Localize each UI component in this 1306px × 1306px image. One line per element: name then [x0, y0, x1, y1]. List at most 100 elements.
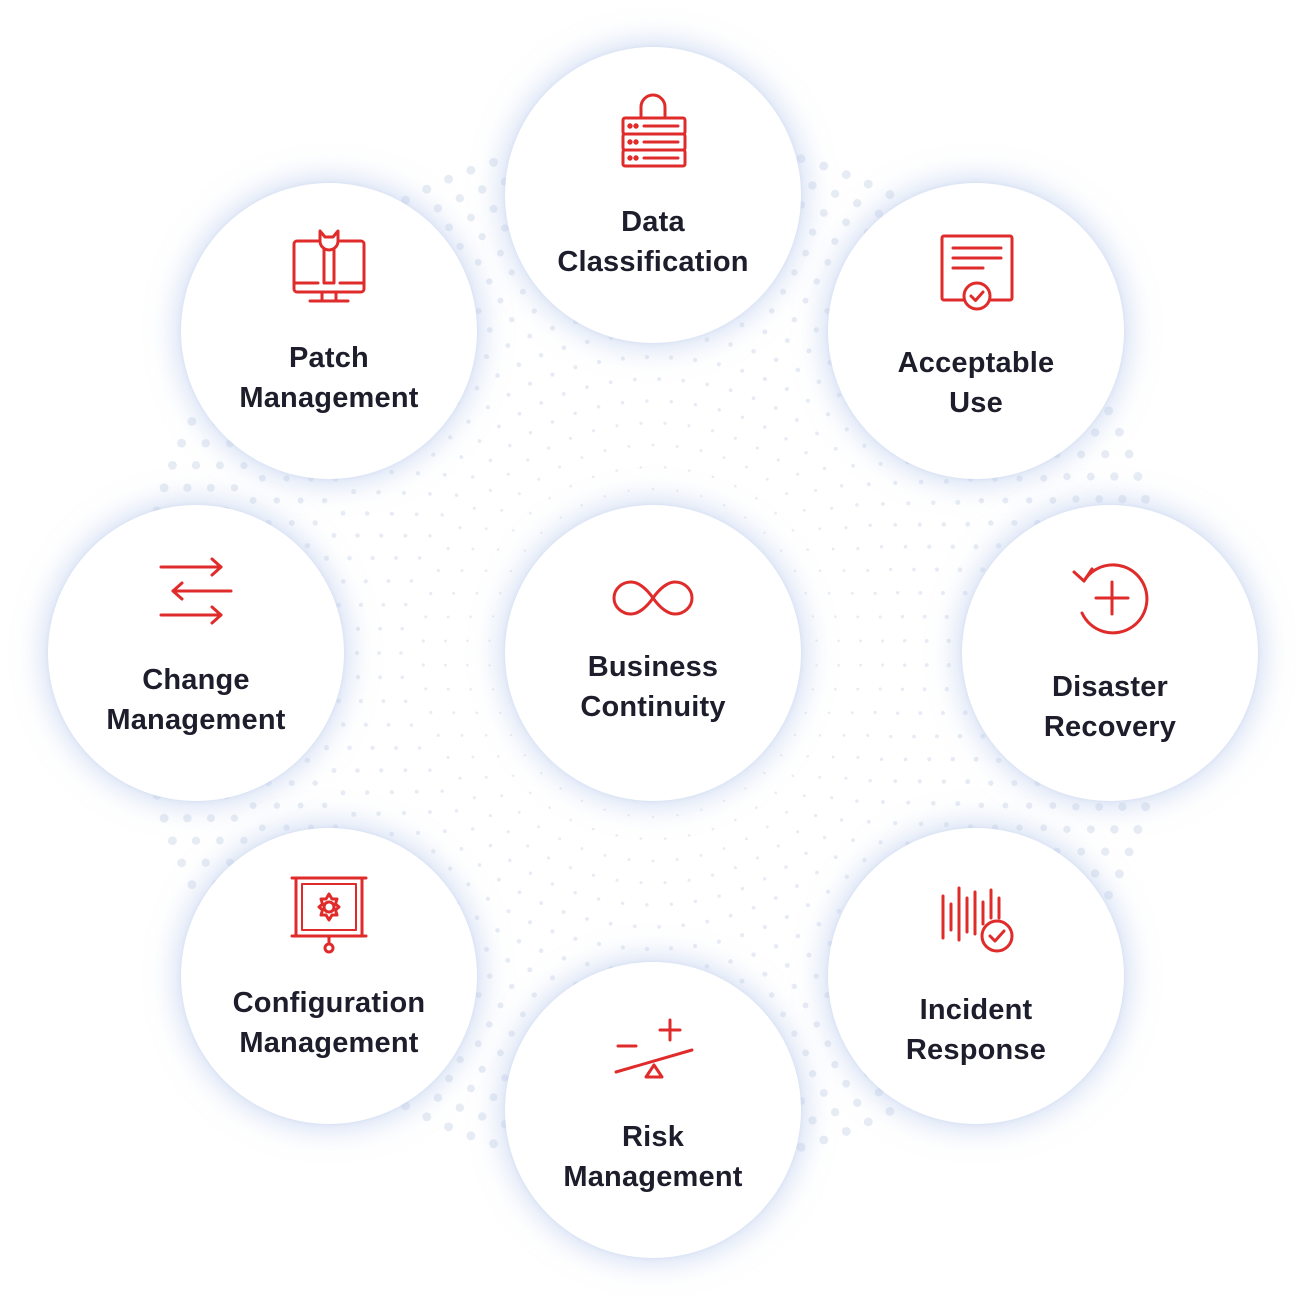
background-dot [893, 820, 898, 826]
background-dot [403, 533, 408, 538]
background-dot [454, 493, 459, 497]
background-dot [491, 615, 495, 618]
background-dot [784, 386, 789, 392]
background-dot [331, 767, 337, 774]
background-dot [528, 431, 533, 435]
background-dot [469, 615, 472, 618]
background-dot [878, 461, 883, 466]
background-dot [639, 421, 643, 425]
background-dot [669, 902, 674, 907]
background-dot [773, 357, 779, 363]
background-dot [1072, 803, 1080, 811]
background-dot [488, 664, 491, 667]
background-dot [573, 936, 578, 941]
background-dot [491, 688, 495, 691]
background-dot [455, 194, 464, 203]
background-dot [1124, 847, 1134, 857]
background-dot [526, 844, 530, 848]
background-dot [863, 179, 873, 189]
background-dot [856, 615, 860, 619]
background-dot [699, 853, 703, 857]
background-dot [859, 663, 863, 667]
background-dot [561, 910, 566, 915]
background-dot [355, 626, 361, 632]
background-dot [1110, 472, 1119, 481]
background-dot [824, 1040, 832, 1048]
server-lock-icon [608, 89, 698, 179]
background-dot [844, 427, 849, 432]
background-dot [347, 745, 352, 751]
background-dot [795, 933, 801, 939]
background-dot [489, 1139, 498, 1149]
background-dot [340, 790, 346, 796]
background-dot [687, 878, 691, 882]
background-dot [762, 924, 768, 930]
background-dot [215, 836, 224, 845]
background-dot [615, 469, 618, 472]
background-dot [596, 941, 602, 947]
background-dot [804, 591, 807, 595]
background-dot [414, 512, 419, 517]
background-dot [763, 531, 766, 534]
background-dot [538, 948, 544, 954]
background-dot [167, 836, 177, 846]
background-dot [1026, 802, 1033, 809]
background-dot [363, 579, 368, 584]
background-dot [978, 802, 985, 809]
background-dot [505, 957, 511, 963]
background-dot [728, 913, 733, 918]
background-dot [776, 458, 780, 462]
background-dot [206, 814, 215, 823]
background-dot [409, 723, 414, 727]
background-dot [722, 847, 726, 850]
background-dot [722, 456, 726, 459]
signal-check-icon [931, 878, 1021, 968]
background-dot [523, 549, 526, 552]
background-dot [331, 532, 337, 539]
background-dot [811, 688, 815, 691]
background-dot [500, 794, 504, 798]
background-dot [808, 1116, 817, 1125]
background-dot [323, 555, 330, 561]
background-dot [988, 780, 994, 786]
background-dot [351, 811, 357, 817]
background-dot [839, 484, 844, 488]
background-dot [378, 626, 383, 631]
background-dot [856, 755, 860, 759]
background-dot [559, 787, 562, 790]
background-dot [802, 249, 810, 257]
background-dot [573, 365, 578, 370]
background-dot [903, 544, 908, 549]
node-configuration-management: Configuration Management [181, 828, 477, 1124]
background-dot [950, 544, 956, 550]
background-dot [765, 477, 769, 481]
background-dot [474, 385, 480, 391]
background-dot [580, 799, 583, 802]
background-dot [833, 446, 838, 451]
background-dot [540, 772, 543, 775]
background-dot [866, 733, 870, 737]
background-dot [440, 789, 444, 793]
background-dot [784, 338, 790, 344]
node-label: Business Continuity [505, 647, 801, 727]
background-dot [508, 983, 515, 990]
background-dot [965, 779, 971, 785]
background-dot [946, 638, 951, 644]
background-dot [394, 746, 398, 750]
background-dot [805, 398, 811, 403]
background-dot [569, 436, 573, 440]
background-dot [354, 650, 360, 656]
background-dot [475, 992, 482, 999]
node-label: Patch Management [181, 338, 477, 418]
background-dot [1086, 825, 1095, 834]
background-dot [710, 873, 715, 877]
background-dot [466, 639, 469, 643]
background-dot [620, 945, 626, 950]
background-dot [802, 508, 806, 512]
background-dot [1072, 495, 1080, 503]
background-dot [401, 810, 407, 816]
background-dot [813, 973, 820, 979]
label-line: Management [239, 382, 419, 414]
background-dot [471, 547, 475, 551]
